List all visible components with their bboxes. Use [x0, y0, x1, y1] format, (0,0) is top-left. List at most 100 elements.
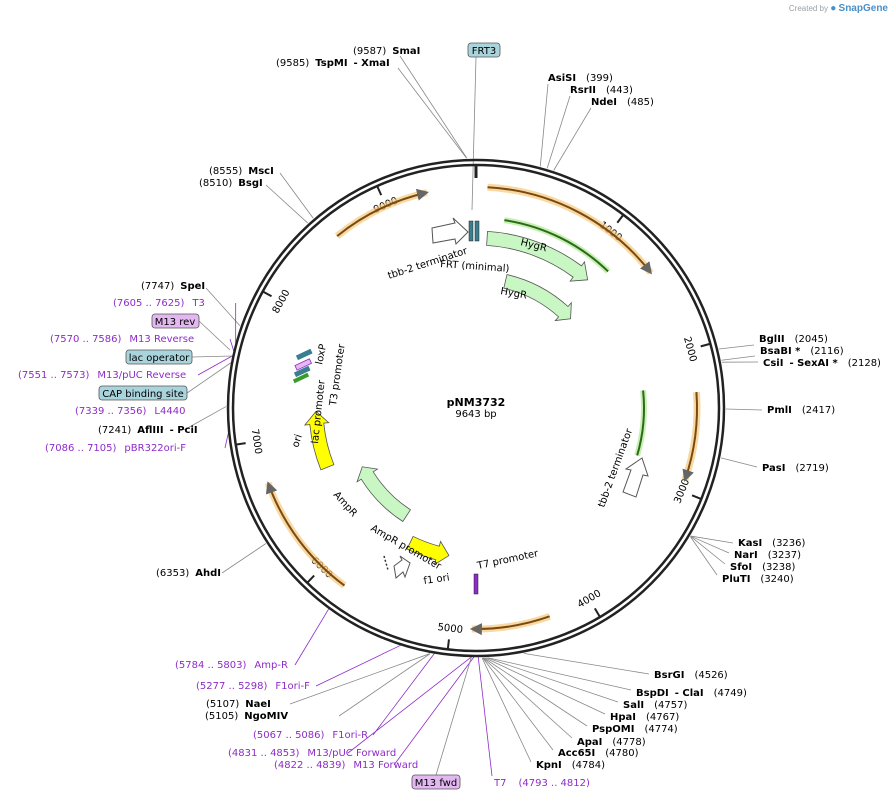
- orf-arcs: [264, 183, 701, 636]
- leader-line: [553, 107, 592, 171]
- primer-f1ori-r: (5067 .. 5086)F1ori-R: [253, 730, 368, 741]
- site-pmli: PmlI(2417): [767, 405, 835, 416]
- feature-arrow-hygr-1: [503, 274, 572, 322]
- tick-label-2000: 2000: [681, 336, 698, 363]
- feature-arrow-f1-ori-4: [406, 535, 450, 566]
- tick-mark-8000: [262, 290, 273, 298]
- snapgene-logo-icon: ●: [830, 3, 837, 14]
- leader-line: [720, 457, 758, 468]
- site-bsgi: (8510)BsgI: [199, 178, 263, 189]
- primer-leader-line: [393, 655, 475, 766]
- site-kasi: KasI(3236): [738, 538, 806, 549]
- tick-mark-9000: [376, 185, 383, 196]
- svg-text:FRT3: FRT3: [472, 46, 496, 57]
- tick-mark-2000: [700, 342, 711, 348]
- leader-line: [471, 56, 477, 211]
- leader-line: [523, 652, 650, 675]
- site-spei: (7747)SpeI: [141, 281, 205, 292]
- box-label-m13-fwd: M13 fwd: [411, 774, 461, 790]
- site-csii: CsiI- SexAI *(2128): [763, 358, 881, 369]
- primer-t3: (7605 .. 7625)T3: [113, 298, 205, 309]
- primer-leader-line: [315, 644, 403, 687]
- leader-line: [483, 657, 588, 727]
- orf-arc-0: [487, 186, 653, 275]
- primer-t7: T7(4793 .. 4812): [493, 778, 590, 789]
- tick-mark-3000: [691, 494, 702, 500]
- leader-line: [265, 184, 309, 224]
- svg-text:lac operator: lac operator: [129, 353, 190, 364]
- green-bar-0: [504, 219, 609, 273]
- plasmid-size: 9643 bp: [455, 409, 497, 420]
- tick-mark-6000: [306, 574, 315, 584]
- leader-line: [718, 344, 755, 350]
- t7-promoter-glyph: [473, 573, 479, 595]
- orf-arc-3: [265, 481, 346, 587]
- leader-line: [338, 653, 431, 717]
- primer-leader-line: [347, 655, 473, 754]
- feature-arrow-hygr-0: [486, 230, 589, 282]
- leader-line: [725, 408, 763, 411]
- box-label-lac-operator: lac operator: [125, 349, 193, 365]
- tick-label-4000: 4000: [576, 588, 604, 610]
- leader-line: [487, 657, 632, 691]
- box-label-frt3: FRT3: [467, 42, 501, 58]
- primer-f1ori-f: (5277 .. 5298)F1ori-F: [196, 681, 310, 692]
- tick-label-5000: 5000: [437, 622, 464, 636]
- frt-minimal-glyph: [468, 220, 480, 242]
- site-pluti: PluTI(3240): [722, 574, 794, 585]
- site-bsrgi: BsrGI(4526): [654, 670, 728, 681]
- leader-line: [399, 55, 468, 159]
- leader-line: [397, 67, 467, 159]
- backbone-outer-ring: [226, 158, 726, 658]
- leader-line: [690, 536, 726, 565]
- leader-line: [183, 406, 227, 431]
- feature-label-hygr-2: HygR: [499, 286, 527, 301]
- green-bars: [503, 217, 647, 457]
- svg-text:CAP binding site: CAP binding site: [102, 389, 184, 400]
- tbb2-terminator-top-arrow: [431, 217, 469, 246]
- tbb2-terminator-right-arrow: [622, 457, 649, 498]
- feature-label-ori: ori: [290, 433, 304, 449]
- plasmid-name: pNM3732: [446, 396, 506, 409]
- site-sfoi: SfoI(3238): [730, 562, 796, 573]
- site-naei: (5107)NaeI: [206, 699, 271, 710]
- site-afliii: (7241)AflIII- PciI: [98, 425, 198, 436]
- site-sali: SalI(4757): [623, 700, 687, 711]
- site-ngomiv: (5105)NgoMIV: [205, 711, 288, 722]
- tick-mark-1000: [616, 214, 625, 224]
- leader-line: [186, 361, 233, 394]
- credit-prefix: Created by: [788, 4, 829, 13]
- site-acc65i: Acc65I(4780): [558, 748, 639, 759]
- tick-label-8000: 8000: [271, 288, 293, 316]
- orf-arc-1: [682, 391, 698, 482]
- credit-brand: SnapGene: [838, 3, 888, 14]
- site-pasi: PasI(2719): [762, 463, 829, 474]
- tick-mark-7000: [235, 442, 246, 446]
- orf-arc-4: [336, 188, 429, 237]
- feature-label-loxp: loxP: [314, 343, 329, 365]
- primer-leader-line: [372, 652, 436, 736]
- leader-line: [690, 535, 730, 554]
- site-smai: (9587)SmaI: [353, 46, 420, 57]
- site-pspomi: PspOMI(4774): [592, 724, 678, 735]
- leader-line: [690, 536, 718, 576]
- site-bglii: BglII(2045): [759, 334, 828, 345]
- tick-label-3000: 3000: [672, 477, 692, 505]
- site-bspdi: BspDI- ClaI(4749): [636, 688, 747, 699]
- primer-m13-puc-forward: (4831 .. 4853)M13/pUC Forward: [228, 748, 396, 759]
- box-label-m13-rev: M13 rev: [151, 313, 200, 329]
- feature-arrow-ampr-2: [356, 466, 412, 523]
- green-bar-1: [636, 390, 645, 456]
- primer-leader-line: [197, 354, 234, 376]
- feature-label-frt-minimal: FRT (minimal): [440, 259, 510, 275]
- primer-amp-r: (5784 .. 5803)Amp-R: [175, 660, 288, 671]
- site-apai: ApaI(4778): [577, 737, 646, 748]
- left-sites: (8555)MscI(8510)BsgI(7747)SpeI(7241)AflI…: [18, 166, 418, 771]
- feature-label-t7-promoter: T7 promoter: [475, 548, 540, 572]
- leader-line: [546, 95, 571, 169]
- leader-line: [198, 320, 231, 351]
- leader-line: [481, 657, 532, 763]
- primer-l4440: (7339 .. 7356)L4440: [75, 406, 185, 417]
- leader-line: [484, 657, 606, 715]
